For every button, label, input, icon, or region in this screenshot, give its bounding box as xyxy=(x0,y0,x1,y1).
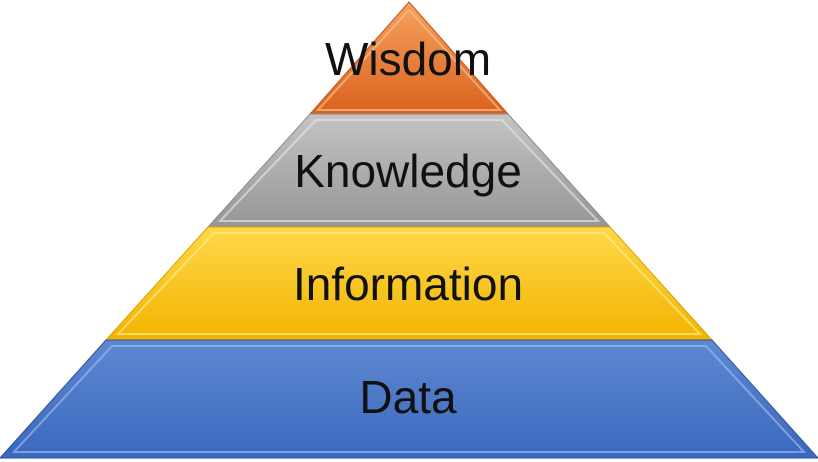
tier-knowledge-bevel xyxy=(217,119,601,222)
tier-wisdom-bevel xyxy=(315,8,503,111)
tier-wisdom-label: Wisdom xyxy=(325,33,491,85)
tier-data-label: Data xyxy=(359,371,457,423)
tier-information-label: Information xyxy=(293,258,523,310)
tier-data-shape xyxy=(0,339,818,459)
tier-knowledge-label: Knowledge xyxy=(294,145,522,197)
tier-information-bevel xyxy=(115,232,703,335)
tier-data-bevel xyxy=(11,345,807,453)
tier-data: Data xyxy=(0,339,818,459)
tier-knowledge: Knowledge xyxy=(206,113,612,228)
tier-information: Information xyxy=(104,226,714,341)
tier-wisdom: Wisdom xyxy=(308,1,510,115)
